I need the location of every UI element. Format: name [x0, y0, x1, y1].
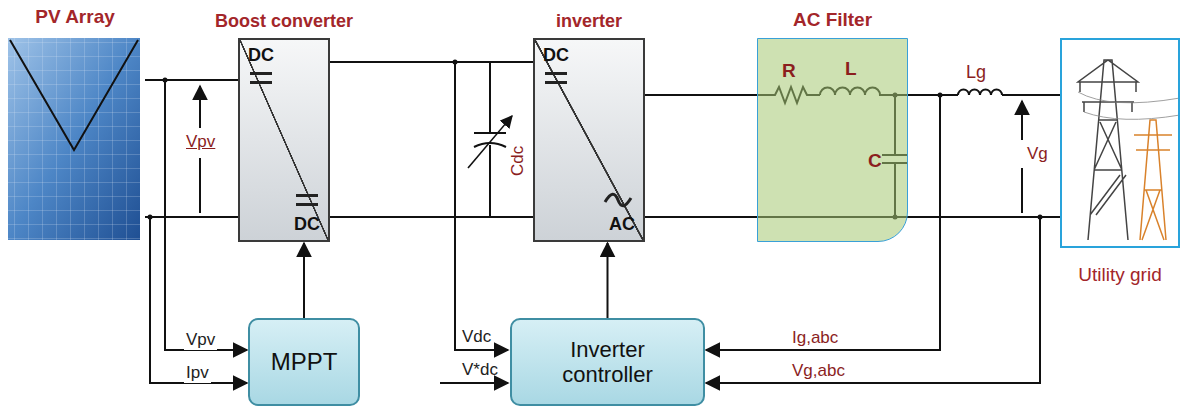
pv-array: PV Array [5, 6, 145, 245]
pylon-illustration [1078, 60, 1180, 240]
signal-label: Vpv [184, 330, 217, 350]
pv-panel [8, 38, 140, 240]
node-text: AC [609, 214, 635, 235]
boost-converter: Boost converterDCDC [238, 38, 330, 242]
dc-symbol [545, 72, 567, 84]
node-text: inverter [556, 11, 622, 32]
ac-symbol [603, 192, 633, 208]
resistor-label: R [782, 60, 796, 82]
signal-label: Ipv [184, 363, 211, 383]
node-text: MPPT [256, 348, 352, 376]
inductor-label: Lg [966, 62, 986, 83]
node-text: DC [294, 214, 320, 235]
wire-connector [607, 243, 609, 318]
node-text: DC [248, 45, 274, 66]
node-text: AC Filter [793, 9, 872, 31]
wire-connector [145, 80, 247, 350]
wire-connector [303, 243, 305, 318]
utility-grid: Utility grid [1060, 38, 1180, 248]
capacitor-label: Cdc [508, 146, 528, 176]
signal-label: V*dc [462, 360, 498, 380]
dc-symbol [296, 194, 318, 206]
wire-connector [330, 62, 533, 217]
signal-label: Ig,abc [790, 328, 840, 348]
signal-label: Vg,abc [790, 361, 847, 381]
wire-connector [145, 80, 238, 217]
dc-symbol [250, 72, 272, 84]
inductor-label: L [845, 58, 857, 80]
node-text: Utility grid [1075, 264, 1165, 286]
node-text: PV Array [5, 6, 145, 28]
ac-filter: AC Filter [757, 38, 908, 242]
wire-connector [145, 217, 247, 383]
wire-connector [645, 95, 757, 217]
inverter-box: inverterDCAC [533, 38, 645, 242]
inverter-controller: Inverter controller [510, 318, 705, 406]
voltage-label: Vg [1027, 144, 1048, 164]
mppt-block: MPPT [248, 318, 360, 406]
wire-connector [908, 95, 1060, 217]
voltage-label: Vpv [186, 132, 215, 152]
node-text: DC [543, 45, 569, 66]
node-text: Boost converter [215, 11, 353, 32]
signal-label: Vdc [462, 327, 491, 347]
node-text: Inverter controller [533, 337, 683, 388]
capacitor-label: C [868, 150, 882, 172]
